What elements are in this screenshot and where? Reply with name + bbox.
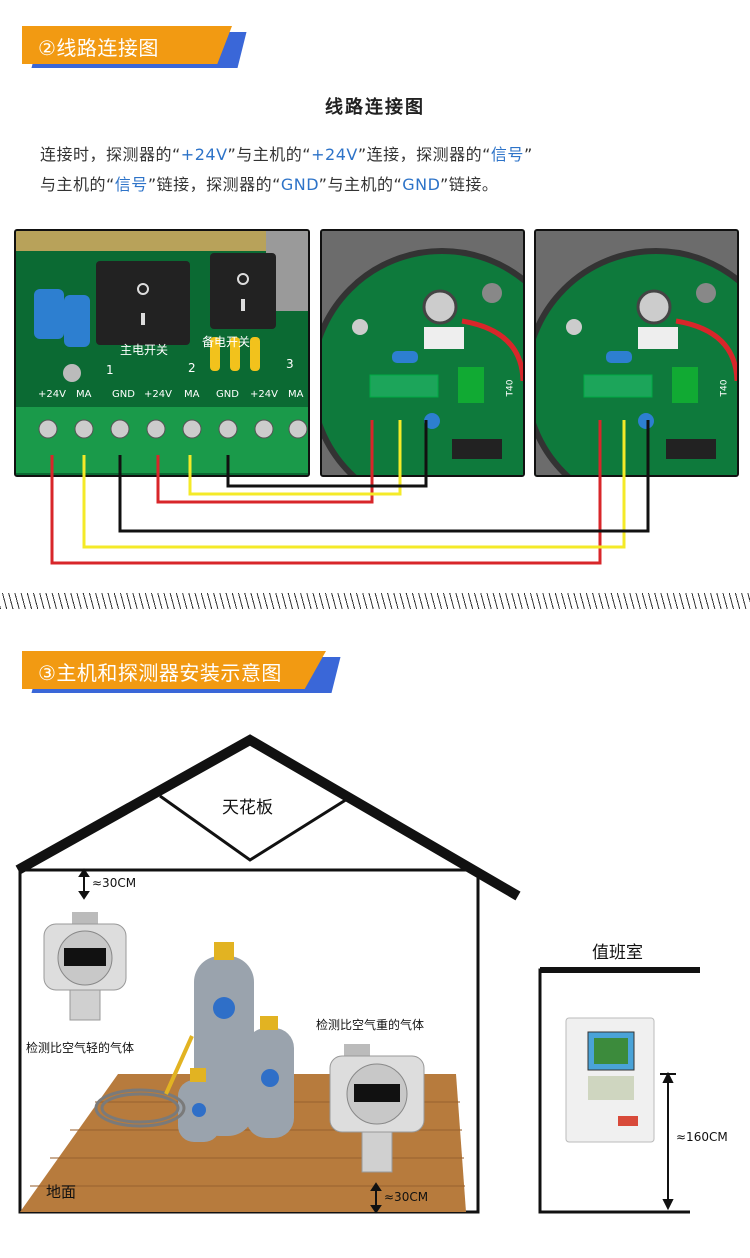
banner-title: ③主机和探测器安装示意图 [38,661,282,685]
detector-board-photo-2: T40 [534,229,739,477]
wiring-lines [50,420,650,565]
banner-background [22,651,326,689]
wire-black-2 [118,420,650,533]
terminal-label: +24V [250,389,278,400]
detector-board-photo-1: T40 [320,229,525,477]
text: 连接时，探测器的“ [40,145,181,164]
text: ”与主机的“ [318,175,403,194]
instruction-line-1: 连接时，探测器的“+24V”与主机的“+24V”连接，探测器的“信号” [40,140,720,170]
gas-hose [94,1088,186,1128]
wire-yellow-2 [82,420,626,549]
main-switch-label: 主电开关 [120,343,169,357]
backup-switch-label: 备电开关 [202,335,251,349]
detector-board-illustration [322,231,523,475]
light-gas-label: 检测比空气轻的气体 [26,1041,135,1055]
gas-cylinders [178,942,294,1142]
roof [15,734,521,901]
channel-2-label: 2 [188,361,196,375]
section-banner-wiring: ②线路连接图 [22,26,262,68]
host-controller [565,1017,655,1143]
text: ”链接，探测器的“ [147,175,281,194]
wire-yellow-1 [188,420,402,496]
highlight-text: 信号 [490,145,524,164]
highlight-text: GND [402,175,441,194]
height-label: ≈160CM [676,1130,728,1144]
instruction-line-2: 与主机的“信号”链接，探测器的“GND”与主机的“GND”链接。 [40,170,720,200]
text: ”链接。 [440,175,499,194]
host-board-illustration [16,231,308,475]
terminal-label: GND [112,389,135,400]
banner-background [22,26,232,64]
highlight-text: +24V [180,145,228,164]
terminal-label: MA [76,389,92,400]
section-divider [0,593,750,609]
banner-title: ②线路连接图 [38,36,159,60]
bottom-distance-label: ≈30CM [384,1190,429,1204]
section-banner-install: ③主机和探测器安装示意图 [22,651,352,693]
distance-arrows [78,868,382,1214]
hose-nozzle [164,1035,194,1095]
terminal-label: +24V [38,389,66,400]
height-arrow [660,1071,676,1211]
highlight-text: GND [280,175,319,194]
duty-room-label: 值班室 [592,943,643,963]
text: ” [523,145,533,164]
text: ”连接，探测器的“ [357,145,491,164]
attic-line [159,794,353,862]
terminal-label: MA [184,389,200,400]
detector-board-illustration [536,231,737,475]
detector-lower [329,1044,425,1173]
detector-upper [43,912,127,1021]
highlight-text: +24V [311,145,358,164]
floor-label: 地面 [46,1183,77,1201]
wire-red-2 [50,420,602,565]
channel-3-label: 3 [286,357,294,371]
terminal-label: +24V [144,389,172,400]
text: ”与主机的“ [227,145,312,164]
wire-red-1 [156,420,374,504]
wire-black-1 [226,420,428,488]
terminal-label: GND [216,389,239,400]
ceiling-label: 天花板 [222,798,273,818]
heavy-gas-label: 检测比空气重的气体 [316,1018,425,1032]
channel-1-label: 1 [106,363,114,377]
terminal-screws [38,419,308,439]
terminal-label: MA [288,389,304,400]
page-heading: 线路连接图 [325,97,425,118]
highlight-text: 信号 [114,175,148,194]
text: 与主机的“ [40,175,115,194]
host-board-photo: 主电开关 备电开关 1 2 3 +24V MA GND +24V MA GND … [14,229,310,477]
top-distance-label: ≈30CM [92,876,137,890]
installation-diagram [15,734,700,1214]
